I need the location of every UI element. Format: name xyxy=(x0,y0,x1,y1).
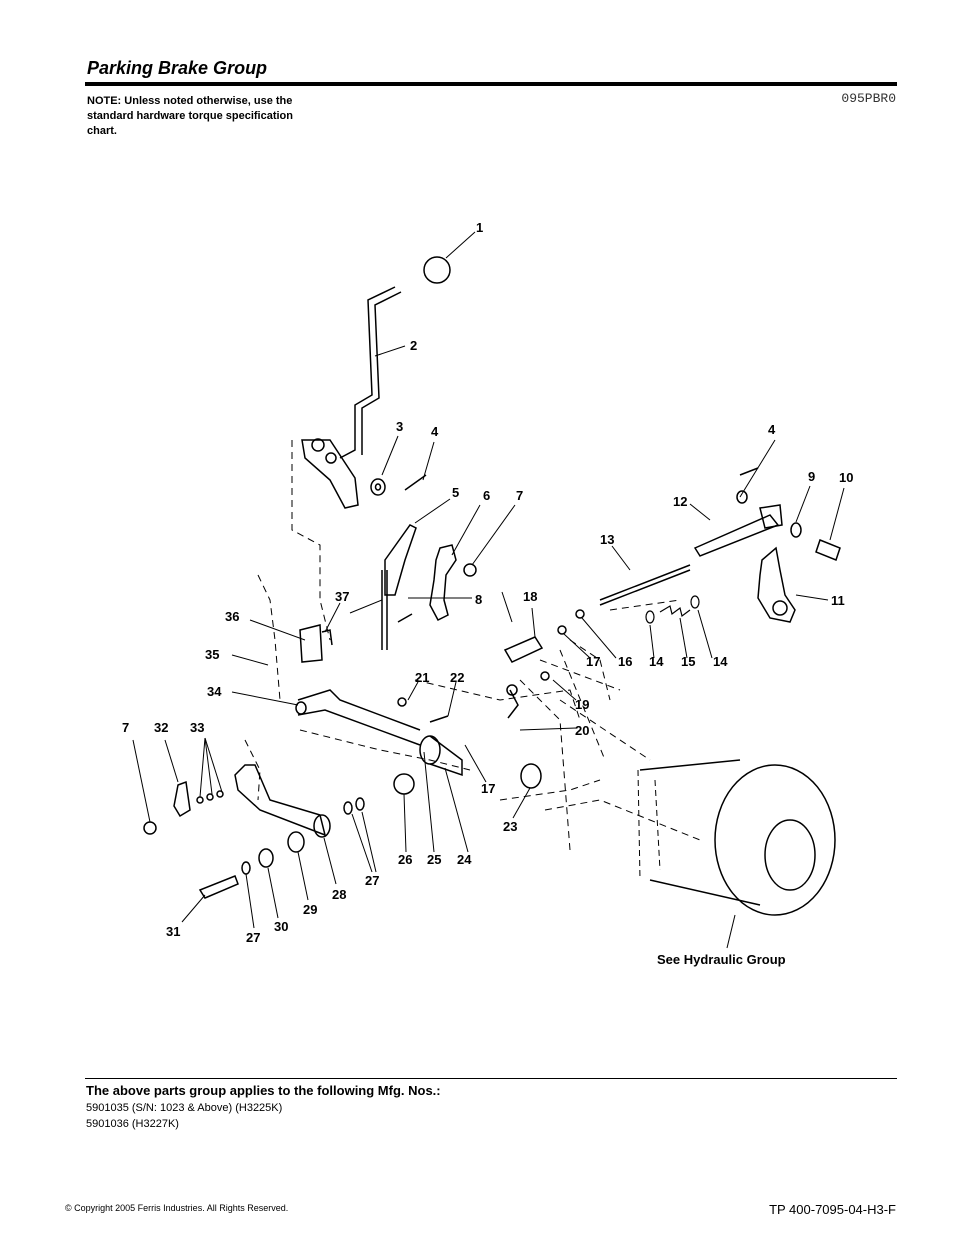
callout-6: 6 xyxy=(483,488,490,503)
callout-12: 12 xyxy=(673,494,687,509)
header-rule xyxy=(85,82,897,86)
callout-27: 27 xyxy=(246,930,260,945)
callout-14: 14 xyxy=(649,654,664,669)
mfg-number: 5901035 (S/N: 1023 & Above) (H3225K) xyxy=(86,1102,283,1114)
callout-21: 21 xyxy=(415,670,429,685)
callout-3: 3 xyxy=(396,419,403,434)
callout-33: 33 xyxy=(190,720,204,735)
callout-18: 18 xyxy=(523,589,537,604)
callout-22: 22 xyxy=(450,670,464,685)
callout-24: 24 xyxy=(457,852,472,867)
callout-11: 11 xyxy=(831,593,845,608)
callout-7: 7 xyxy=(122,720,129,735)
callout-32: 32 xyxy=(154,720,168,735)
callout-7: 7 xyxy=(516,488,523,503)
footer-rule xyxy=(85,1078,897,1079)
see-hydraulic-group-label: See Hydraulic Group xyxy=(657,952,786,967)
document-number: TP 400-7095-04-H3-F xyxy=(769,1202,896,1217)
callout-16: 16 xyxy=(618,654,632,669)
callout-14: 14 xyxy=(713,654,728,669)
callout-37: 37 xyxy=(335,589,349,604)
callout-30: 30 xyxy=(274,919,288,934)
callout-2: 2 xyxy=(410,338,417,353)
callout-19: 19 xyxy=(575,697,589,712)
callout-17: 17 xyxy=(586,654,600,669)
callout-36: 36 xyxy=(225,609,239,624)
callout-35: 35 xyxy=(205,647,219,662)
callout-28: 28 xyxy=(332,887,346,902)
callout-29: 29 xyxy=(303,902,317,917)
applies-heading: The above parts group applies to the fol… xyxy=(86,1083,441,1098)
copyright-text: © Copyright 2005 Ferris Industries. All … xyxy=(65,1203,289,1213)
callout-4: 4 xyxy=(768,422,776,437)
callout-15: 15 xyxy=(681,654,695,669)
torque-note: NOTE: Unless noted otherwise, use the st… xyxy=(87,95,293,137)
callout-5: 5 xyxy=(452,485,459,500)
callout-26: 26 xyxy=(398,852,412,867)
callout-27: 27 xyxy=(365,873,379,888)
callout-10: 10 xyxy=(839,470,853,485)
mfg-number: 5901036 (H3227K) xyxy=(86,1118,179,1130)
callout-17: 17 xyxy=(481,781,495,796)
callout-13: 13 xyxy=(600,532,614,547)
callout-1: 1 xyxy=(476,220,483,235)
page-title: Parking Brake Group xyxy=(87,58,268,78)
callout-8: 8 xyxy=(475,592,482,607)
callout-9: 9 xyxy=(808,469,815,484)
callout-34: 34 xyxy=(207,684,222,699)
diagram-code: 095PBR0 xyxy=(841,91,896,106)
callout-4: 4 xyxy=(431,424,439,439)
callout-25: 25 xyxy=(427,852,441,867)
callout-20: 20 xyxy=(575,723,589,738)
callout-31: 31 xyxy=(166,924,180,939)
callout-23: 23 xyxy=(503,819,517,834)
